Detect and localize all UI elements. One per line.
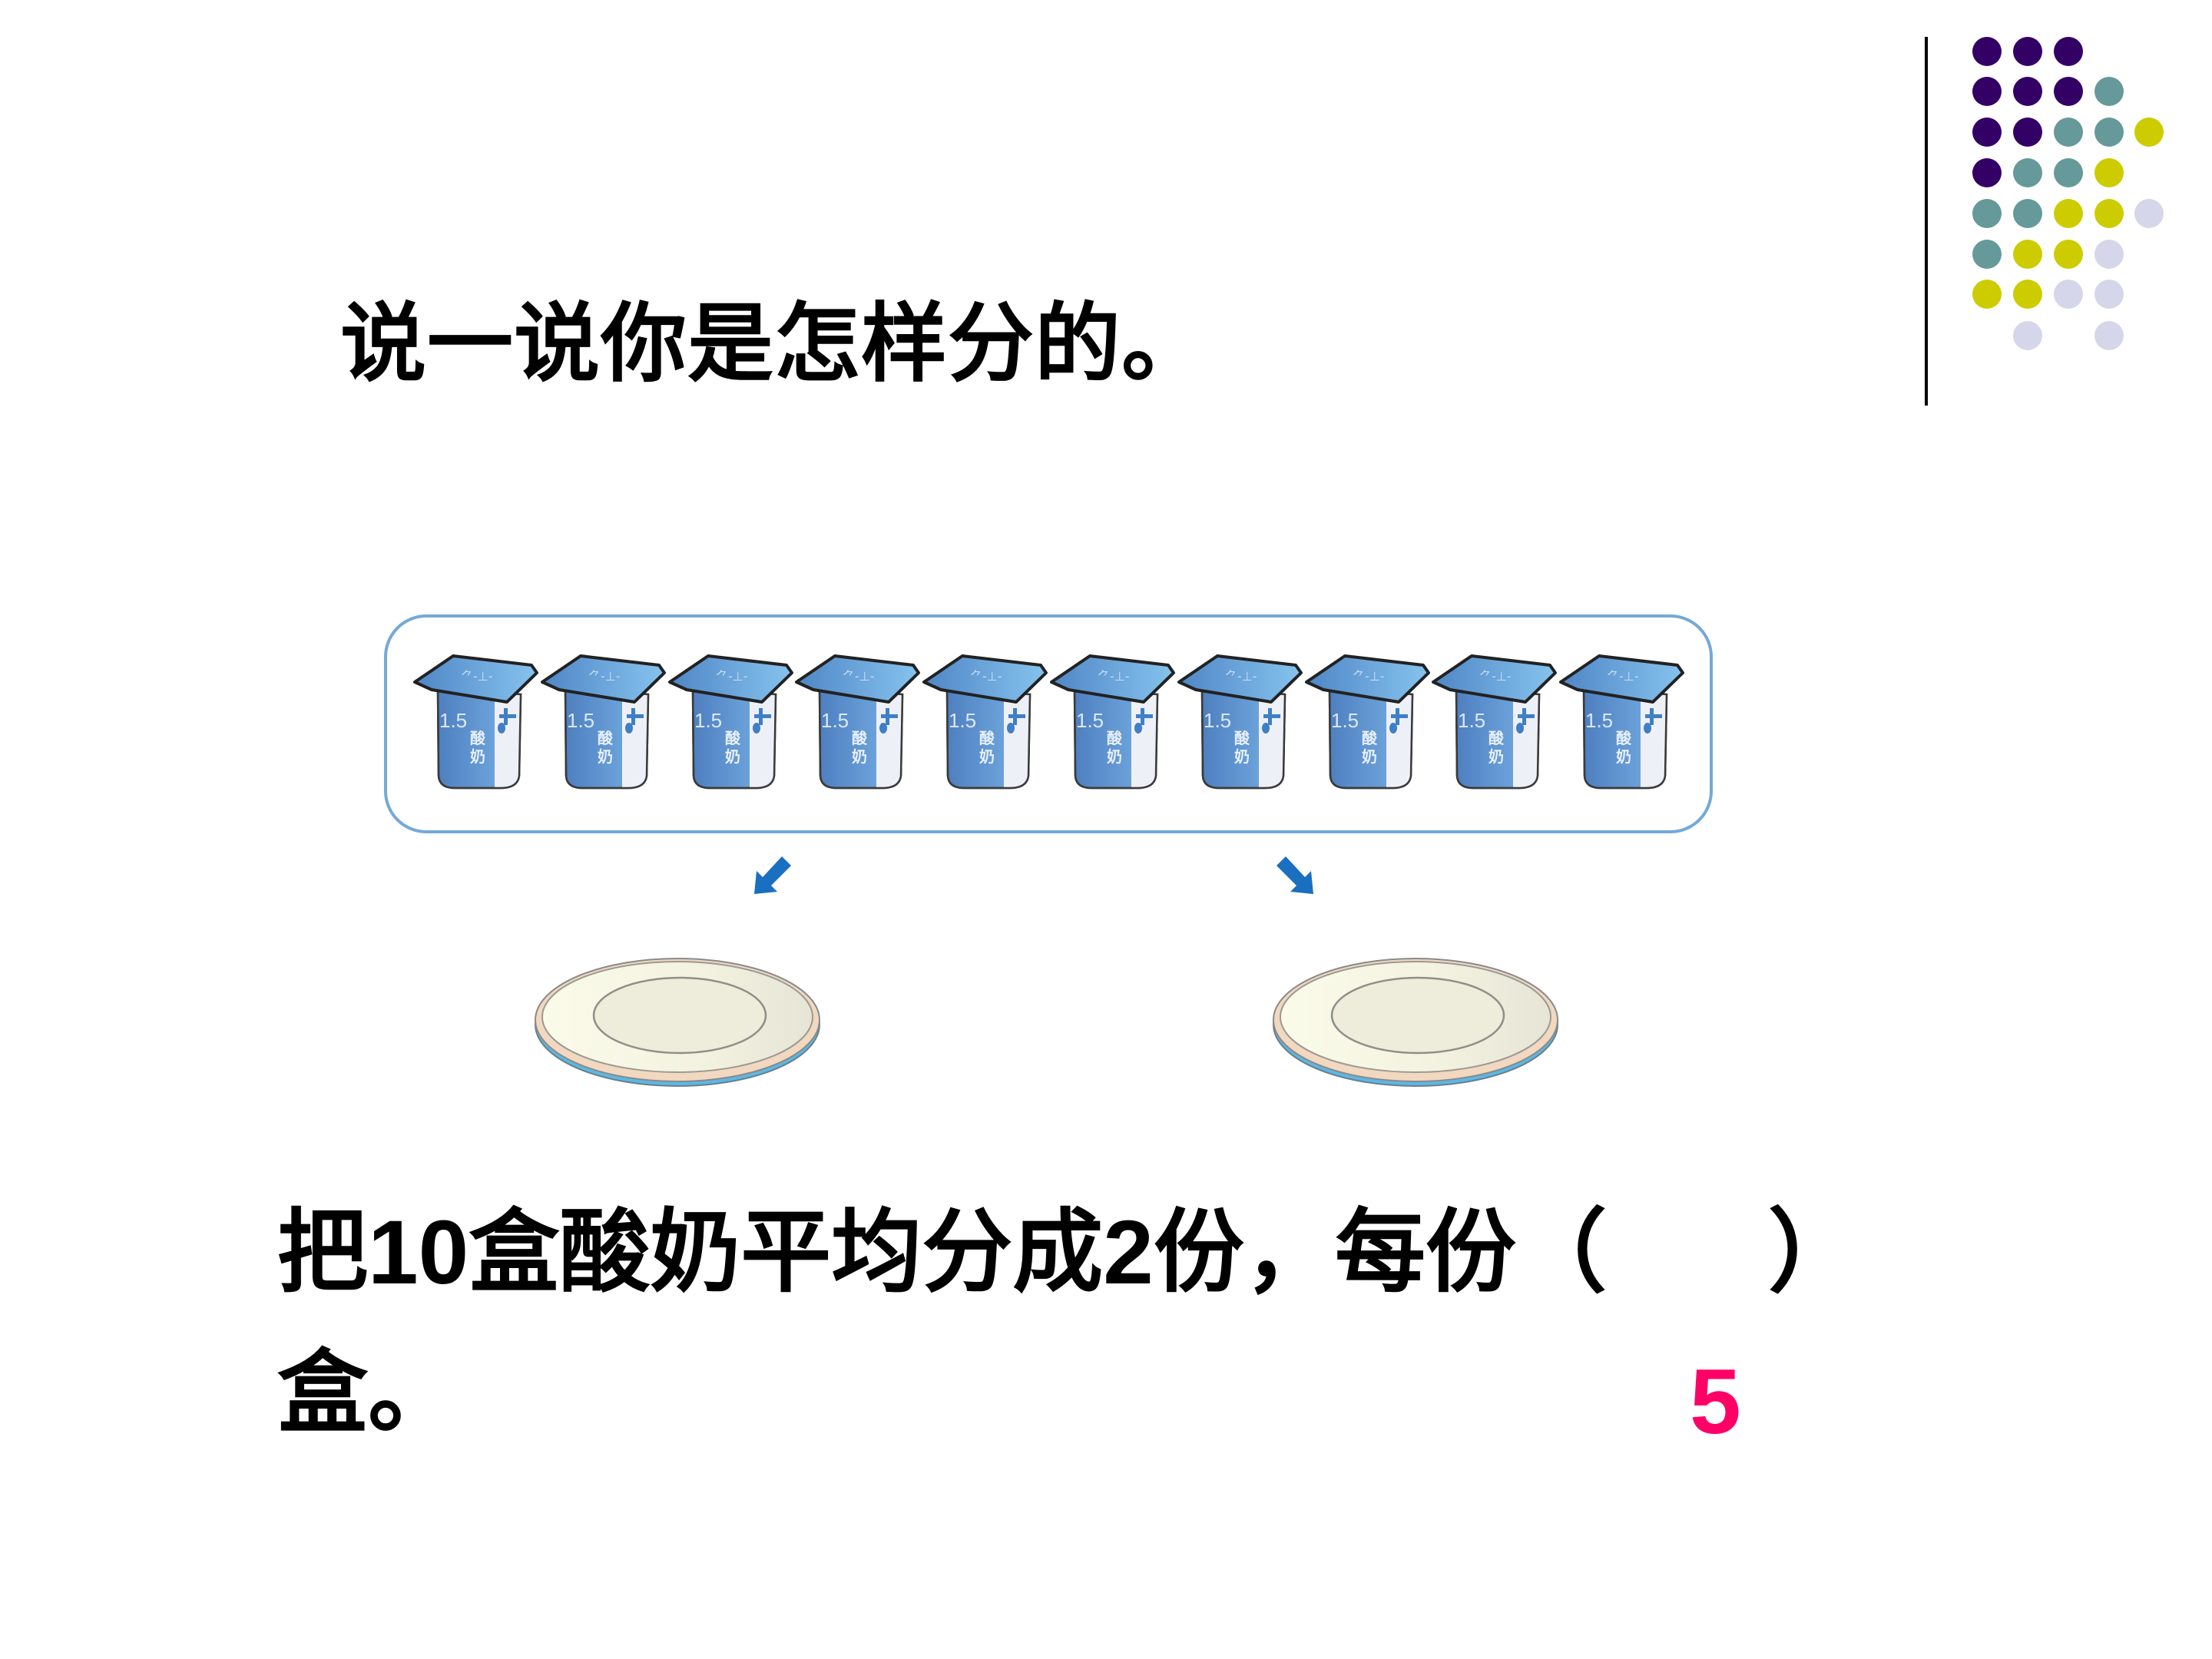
plate-icon	[1272, 952, 1560, 1091]
decorative-dot	[2013, 321, 2042, 350]
svg-text:1.5: 1.5	[1076, 709, 1104, 732]
svg-text:奶: 奶	[725, 747, 740, 766]
svg-text:1.5: 1.5	[1331, 709, 1359, 732]
arrow-down-left-icon	[751, 854, 794, 897]
svg-text:奶: 奶	[979, 747, 995, 766]
svg-text:奶: 奶	[598, 747, 613, 766]
svg-text:1.5: 1.5	[1585, 709, 1613, 732]
svg-text:1.5: 1.5	[1458, 709, 1485, 732]
decorative-dot	[1972, 77, 2002, 106]
svg-text:酸: 酸	[1362, 729, 1378, 747]
svg-text:1.5: 1.5	[567, 709, 594, 732]
decorative-dot	[2094, 118, 2124, 147]
decorative-dot	[2094, 158, 2124, 187]
decorative-dot	[2054, 199, 2083, 228]
arrow-down-right-icon	[1273, 854, 1316, 897]
svg-text:酸: 酸	[1488, 729, 1505, 747]
svg-text:⺈-⊥-: ⺈-⊥-	[1479, 669, 1512, 684]
decorative-dot	[1972, 158, 2002, 187]
svg-text:⺈-⊥-: ⺈-⊥-	[1607, 669, 1639, 684]
svg-text:酸: 酸	[852, 729, 868, 747]
decorative-dot	[2054, 240, 2083, 269]
svg-text:⺈-⊥-: ⺈-⊥-	[1098, 669, 1130, 684]
svg-text:奶: 奶	[1107, 747, 1122, 766]
decorative-dot	[2013, 77, 2042, 106]
question-number-groups: 2	[1103, 1202, 1154, 1303]
decorative-dot	[2054, 158, 2083, 187]
svg-text:1.5: 1.5	[1204, 709, 1231, 732]
answer-value: 5	[1690, 1350, 1741, 1453]
svg-text:⺈-⊥-: ⺈-⊥-	[461, 669, 493, 684]
svg-text:⺈-⊥-: ⺈-⊥-	[843, 669, 875, 684]
svg-text:奶: 奶	[852, 747, 867, 766]
decorative-dot	[2094, 77, 2124, 106]
decorative-dot	[1972, 240, 2002, 269]
svg-text:1.5: 1.5	[694, 709, 722, 732]
svg-text:酸: 酸	[470, 729, 486, 747]
question-line-1: 把10盒酸奶平均分成2份，每份（ ）	[277, 1194, 1859, 1310]
decorative-dot	[1972, 118, 2002, 147]
question-text: 盒酸奶平均分成	[469, 1199, 1104, 1305]
svg-text:⺈-⊥-: ⺈-⊥-	[1353, 669, 1385, 684]
decorative-dot	[2094, 321, 2124, 350]
decorative-dot	[2013, 199, 2042, 228]
question-text: 份，每份	[1153, 1199, 1516, 1305]
svg-text:奶: 奶	[1616, 747, 1631, 766]
decorative-dot	[2054, 77, 2083, 106]
decorative-dot	[1972, 199, 2002, 228]
decorative-dot	[2013, 118, 2042, 147]
decorative-dot	[2013, 280, 2042, 309]
svg-text:酸: 酸	[1616, 729, 1632, 747]
svg-text:⺈-⊥-: ⺈-⊥-	[1225, 669, 1257, 684]
svg-text:奶: 奶	[470, 747, 485, 766]
decorative-dot	[2094, 280, 2124, 309]
slide-title: 说一说你是怎样分的。	[340, 294, 1208, 394]
svg-text:酸: 酸	[1234, 729, 1250, 747]
decorative-dot	[2054, 118, 2083, 147]
question-text: 把	[277, 1199, 369, 1305]
left-paren: （	[1515, 1199, 1607, 1305]
svg-text:酸: 酸	[1107, 729, 1123, 747]
decorative-dot	[1972, 37, 2002, 66]
decorative-dot	[2134, 118, 2164, 147]
decorative-vertical-line	[1925, 37, 1928, 406]
svg-text:奶: 奶	[1362, 747, 1377, 766]
svg-text:⺈-⊥-: ⺈-⊥-	[588, 669, 621, 684]
svg-text:奶: 奶	[1488, 747, 1504, 766]
decorative-dot	[2054, 37, 2083, 66]
plate-icon	[534, 952, 822, 1091]
decorative-dot	[2013, 158, 2042, 187]
decorative-dot	[2094, 240, 2124, 269]
svg-text:⺈-⊥-: ⺈-⊥-	[970, 669, 1002, 684]
decorative-dot	[2013, 240, 2042, 269]
decorative-dot	[2054, 280, 2083, 309]
svg-text:酸: 酸	[725, 729, 741, 747]
decorative-dot	[2134, 199, 2164, 228]
decorative-dot	[2013, 37, 2042, 66]
svg-text:奶: 奶	[1234, 747, 1250, 766]
svg-text:⺈-⊥-: ⺈-⊥-	[716, 669, 748, 684]
svg-text:1.5: 1.5	[821, 709, 849, 732]
decorative-dot	[1972, 280, 2002, 309]
decorative-dot	[2094, 199, 2124, 228]
svg-text:1.5: 1.5	[439, 709, 467, 732]
svg-text:1.5: 1.5	[949, 709, 976, 732]
svg-text:酸: 酸	[979, 729, 995, 747]
question-line-2: 盒。	[277, 1339, 459, 1445]
svg-text:酸: 酸	[598, 729, 614, 747]
right-paren: ）	[1767, 1199, 1859, 1305]
question-number-total: 10	[368, 1202, 469, 1303]
